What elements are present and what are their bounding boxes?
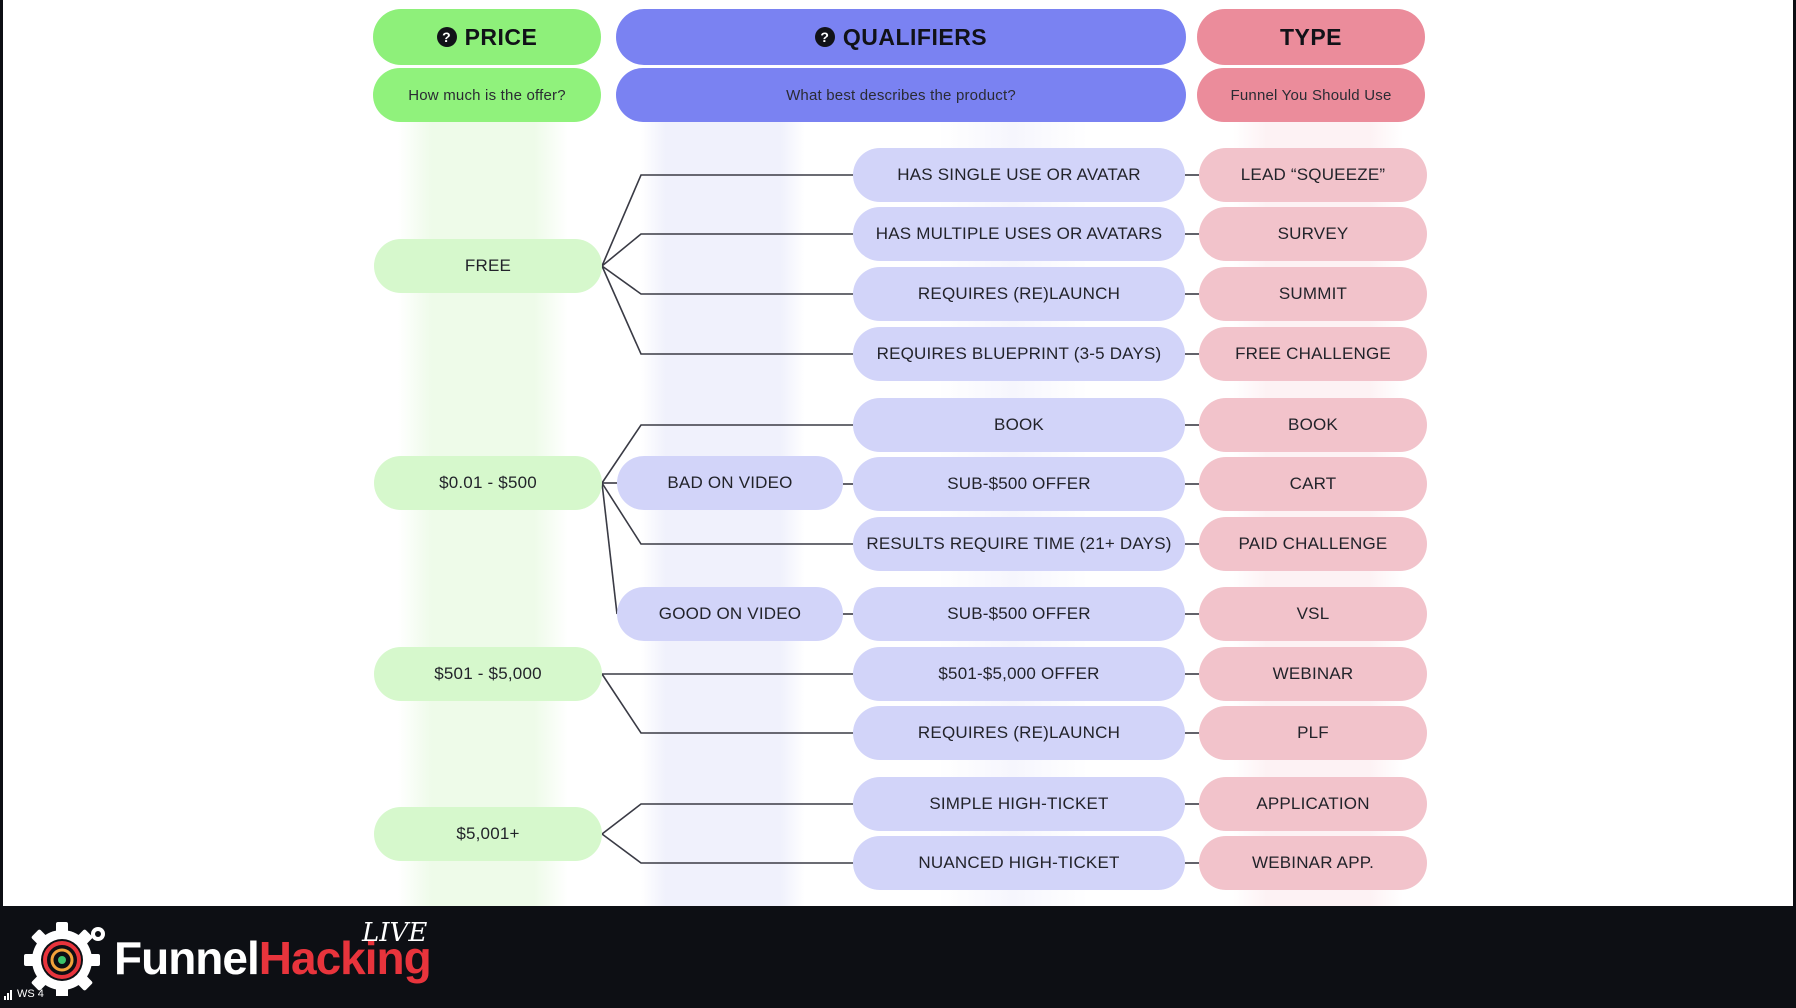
type-node: PAID CHALLENGE: [1199, 517, 1427, 571]
connector-line: [601, 833, 853, 864]
qualifiers-header: ? QUALIFIERS: [616, 9, 1186, 65]
qualifier-node: HAS SINGLE USE OR AVATAR: [853, 148, 1185, 202]
qualifier-label: REQUIRES (RE)LAUNCH: [917, 284, 1121, 303]
price-label: $0.01 - $500: [439, 473, 537, 492]
diagram-slide: ? PRICE How much is the offer? ? QUALIFI…: [3, 0, 1793, 906]
price-header-title: PRICE: [464, 23, 538, 50]
qualifier-label: SUB-$500 OFFER: [947, 474, 1091, 493]
connector-line: [601, 803, 853, 835]
qualifier-label: BOOK: [994, 415, 1044, 434]
qualifier-node: SIMPLE HIGH-TICKET: [853, 777, 1185, 831]
logo-wordmark: FunnelHacking: [114, 931, 432, 985]
logo-word-hacking: Hacking: [258, 932, 432, 984]
type-node: FREE CHALLENGE: [1199, 327, 1427, 381]
signal-bars-icon: [4, 990, 13, 1000]
qualifier-node: REQUIRES (RE)LAUNCH: [853, 267, 1185, 321]
connector-line: [601, 233, 853, 267]
type-label: VSL: [1296, 604, 1330, 623]
qualifier-label: RESULTS REQUIRE TIME (21+ DAYS): [866, 534, 1172, 553]
logo-live-label: LIVE: [362, 918, 428, 948]
qualifier-label: SIMPLE HIGH-TICKET: [929, 794, 1109, 813]
ws-indicator: WS 4: [4, 988, 44, 1000]
connector-line: [601, 174, 853, 267]
price-label: FREE: [464, 256, 512, 275]
price-subheader: How much is the offer?: [373, 68, 601, 122]
type-node: WEBINAR APP.: [1199, 836, 1427, 890]
type-node: BOOK: [1199, 398, 1427, 452]
price-node-low: $0.01 - $500: [374, 456, 602, 510]
type-node: WEBINAR: [1199, 647, 1427, 701]
qualifier-node: REQUIRES (RE)LAUNCH: [853, 706, 1185, 760]
video-label: GOOD ON VIDEO: [658, 604, 802, 623]
connector-line: [601, 265, 853, 355]
ws-label: WS 4: [17, 988, 44, 1000]
type-label: LEAD “SQUEEZE”: [1240, 165, 1386, 184]
question-icon: ?: [814, 27, 835, 47]
type-label: FREE CHALLENGE: [1235, 344, 1391, 363]
type-node: APPLICATION: [1199, 777, 1427, 831]
qualifier-node: $501-$5,000 OFFER: [853, 647, 1185, 701]
qualifier-node: SUB-$500 OFFER: [853, 587, 1185, 641]
qualifier-label: REQUIRES BLUEPRINT (3-5 DAYS): [876, 344, 1162, 363]
video-column-band: [641, 122, 805, 906]
price-subheader-text: How much is the offer?: [408, 86, 566, 104]
type-label: SUMMIT: [1278, 284, 1348, 303]
qualifier-label: NUANCED HIGH-TICKET: [918, 853, 1120, 872]
type-header: TYPE: [1197, 9, 1425, 65]
qualifier-node: REQUIRES BLUEPRINT (3-5 DAYS): [853, 327, 1185, 381]
price-node-free: FREE: [374, 239, 602, 293]
type-label: CART: [1289, 474, 1337, 493]
qualifier-label: $501-$5,000 OFFER: [938, 664, 1100, 683]
connector-line: [601, 265, 853, 295]
connector-lines: [601, 174, 1199, 864]
price-node-high: $5,001+: [374, 807, 602, 861]
qualifier-node: NUANCED HIGH-TICKET: [853, 836, 1185, 890]
qualifier-label: HAS MULTIPLE USES OR AVATARS: [875, 224, 1163, 243]
qualifiers-subheader: What best describes the product?: [616, 68, 1186, 122]
price-node-mid: $501 - $5,000: [374, 647, 602, 701]
connector-line: [601, 482, 853, 545]
qualifier-label: REQUIRES (RE)LAUNCH: [917, 723, 1121, 742]
qualifier-node: BOOK: [853, 398, 1185, 452]
type-node: SUMMIT: [1199, 267, 1427, 321]
qualifiers-header-title: QUALIFIERS: [842, 23, 988, 50]
funnel-hacking-live-logo: FunnelHacking: [24, 920, 432, 996]
footer-bar: FunnelHacking LIVE WS 4: [0, 906, 1796, 1008]
connector-line: [601, 482, 618, 615]
qualifier-node: HAS MULTIPLE USES OR AVATARS: [853, 207, 1185, 261]
question-icon: ?: [436, 27, 457, 47]
type-label: APPLICATION: [1256, 794, 1370, 813]
type-label: PAID CHALLENGE: [1238, 534, 1388, 553]
type-subheader: Funnel You Should Use: [1197, 68, 1425, 122]
video-label: BAD ON VIDEO: [667, 473, 793, 492]
type-label: BOOK: [1288, 415, 1338, 434]
type-label: PLF: [1297, 723, 1329, 742]
type-label: SURVEY: [1277, 224, 1349, 243]
connector-line: [601, 424, 853, 484]
gear-logo-icon: [24, 922, 105, 996]
type-label: WEBINAR APP.: [1251, 853, 1375, 872]
type-subheader-text: Funnel You Should Use: [1230, 86, 1392, 104]
type-node: LEAD “SQUEEZE”: [1199, 148, 1427, 202]
type-header-title: TYPE: [1279, 23, 1343, 50]
logo-word-funnel: Funnel: [114, 932, 260, 984]
video-node-good: GOOD ON VIDEO: [617, 587, 843, 641]
type-label: WEBINAR: [1272, 664, 1354, 683]
qualifier-label: SUB-$500 OFFER: [947, 604, 1091, 623]
qualifier-node: RESULTS REQUIRE TIME (21+ DAYS): [853, 517, 1185, 571]
qualifier-node: SUB-$500 OFFER: [853, 457, 1185, 511]
type-node: SURVEY: [1199, 207, 1427, 261]
price-header: ? PRICE: [373, 9, 601, 65]
video-node-bad: BAD ON VIDEO: [617, 456, 843, 510]
price-label: $5,001+: [456, 824, 520, 843]
type-node: PLF: [1199, 706, 1427, 760]
qualifier-label: HAS SINGLE USE OR AVATAR: [897, 165, 1141, 184]
price-label: $501 - $5,000: [434, 664, 542, 683]
type-node: CART: [1199, 457, 1427, 511]
type-node: VSL: [1199, 587, 1427, 641]
qualifiers-subheader-text: What best describes the product?: [786, 86, 1016, 104]
connector-line: [601, 673, 853, 734]
